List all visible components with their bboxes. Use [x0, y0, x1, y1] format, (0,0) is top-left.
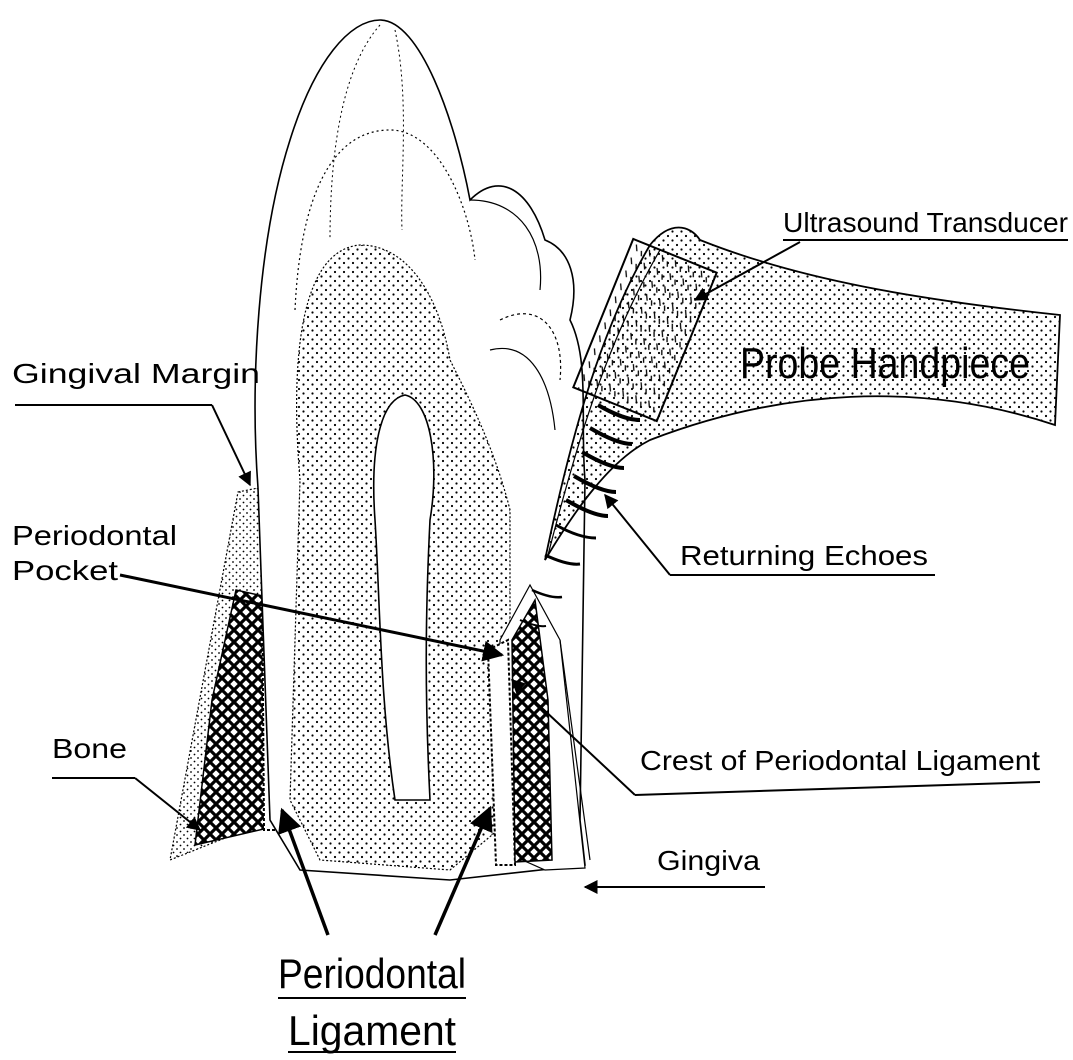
periodontal-ligament-label-line2: Ligament [288, 1007, 456, 1054]
label-bone: Bone [52, 733, 200, 830]
probe-handpiece-label: Probe Handpiece [740, 339, 1030, 388]
ultrasound-transducer-label: Ultrasound Transducer [783, 207, 1068, 238]
label-gingival-margin: Gingival Margin [12, 358, 260, 485]
label-gingiva: Gingiva [585, 845, 765, 887]
label-returning-echoes: Returning Echoes [605, 495, 935, 575]
gingiva-label: Gingiva [657, 845, 760, 876]
crest-of-periodontal-ligament-label: Crest of Periodontal Ligament [640, 745, 1040, 776]
periodontal-pocket-label-line2: Pocket [12, 555, 118, 586]
gingival-margin-label: Gingival Margin [12, 358, 260, 389]
returning-echoes-label: Returning Echoes [680, 540, 928, 571]
periodontal-ligament-label-line1: Periodontal [278, 950, 466, 997]
label-crest-of-periodontal-ligament: Crest of Periodontal Ligament [512, 680, 1040, 795]
bone-label: Bone [52, 733, 127, 764]
periodontal-pocket-label-line1: Periodontal [12, 520, 177, 551]
